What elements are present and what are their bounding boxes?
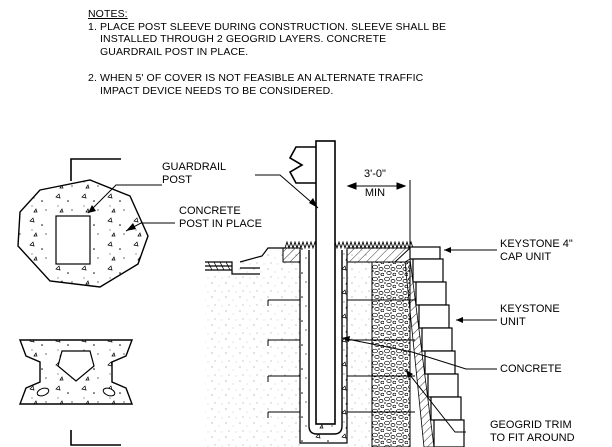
label-concrete-post-line: POST IN PLACE: [179, 218, 262, 230]
note-1-number: 1.: [88, 20, 97, 33]
label-geogrid-line: GEOGRID TRIM: [490, 419, 572, 431]
label-keystone-cap-line: CAP UNIT: [500, 251, 552, 263]
label-keystone-unit-line: UNIT: [500, 316, 526, 328]
leader-arrowheads: [88, 198, 463, 378]
backfill-soil: [205, 250, 372, 447]
note-1-line: PLACE POST SLEEVE DURING CONSTRUCTION. S…: [100, 20, 447, 33]
guardrail-post-section: [18, 339, 134, 405]
label-keystone-cap-unit: KEYSTONE 4" CAP UNIT: [500, 238, 573, 264]
label-keystone-cap-line: KEYSTONE 4": [500, 238, 573, 250]
note-2-number: 2.: [88, 72, 97, 84]
gravel-drainage-fill: [371, 261, 411, 447]
label-keystone-unit-line: KEYSTONE: [500, 303, 560, 315]
note-1-line: GUARDRAIL POST IN PLACE.: [100, 45, 249, 58]
label-keystone-unit: KEYSTONE UNIT: [500, 303, 560, 329]
note-1-line: INSTALLED THROUGH 2 GEOGRID LAYERS. CONC…: [100, 33, 387, 45]
label-guardrail-post-line: GUARDRAIL: [162, 161, 227, 173]
note-2-line: WHEN 5' OF COVER IS NOT FEASIBLE AN ALTE…: [100, 72, 424, 84]
label-dimension-min: MIN: [364, 187, 386, 199]
section-cut-marker-bottom: [70, 430, 121, 446]
curb-edge: [205, 247, 285, 275]
label-dimension: 3'-0" MIN: [364, 168, 386, 200]
label-dimension-value: 3'-0": [364, 168, 386, 180]
label-concrete-post-line: CONCRETE: [179, 205, 241, 217]
leader-guardrail-post: [255, 174, 319, 209]
label-guardrail-post: GUARDRAIL POST: [162, 161, 226, 187]
concrete-post-plan-view: [17, 179, 149, 288]
label-guardrail-post-line: POST: [162, 174, 192, 186]
notes-heading: NOTES:: [88, 8, 128, 20]
leader-concrete: [341, 337, 497, 370]
leader-geogrid: [405, 369, 466, 433]
post-sleeve: [308, 250, 343, 435]
keystone-cap-unit: [409, 246, 441, 260]
note-2-line: IMPACT DEVICE NEEDS TO BE CONSIDERED.: [100, 84, 334, 97]
keystone-wall: [409, 246, 465, 447]
label-geogrid-trim: GEOGRID TRIM TO FIT AROUND: [490, 419, 575, 445]
wall-drain-face: [404, 258, 435, 447]
note-1: 1. PLACE POST SLEEVE DURING CONSTRUCTION…: [88, 21, 446, 59]
post-sleeve-opening: [55, 215, 91, 265]
pavement-hatch: [207, 261, 231, 271]
label-geogrid-line: TO FIT AROUND: [490, 432, 575, 444]
label-concrete-post-in-place: CONCRETE POST IN PLACE: [179, 205, 262, 231]
section-cut-marker-top: [70, 158, 121, 181]
label-concrete: CONCRETE: [500, 363, 562, 375]
guardrail-post: [288, 140, 336, 425]
note-2: 2. WHEN 5' OF COVER IS NOT FEASIBLE AN A…: [88, 72, 446, 97]
dimension-line: [346, 180, 411, 246]
leader-guardrail-post-plan: [87, 184, 162, 214]
grass-ground: [284, 240, 414, 250]
leader-lines: [87, 174, 497, 433]
geogrid-layers: [267, 299, 415, 418]
notes-block: NOTES: 1. PLACE POST SLEEVE DURING CONST…: [88, 8, 446, 97]
